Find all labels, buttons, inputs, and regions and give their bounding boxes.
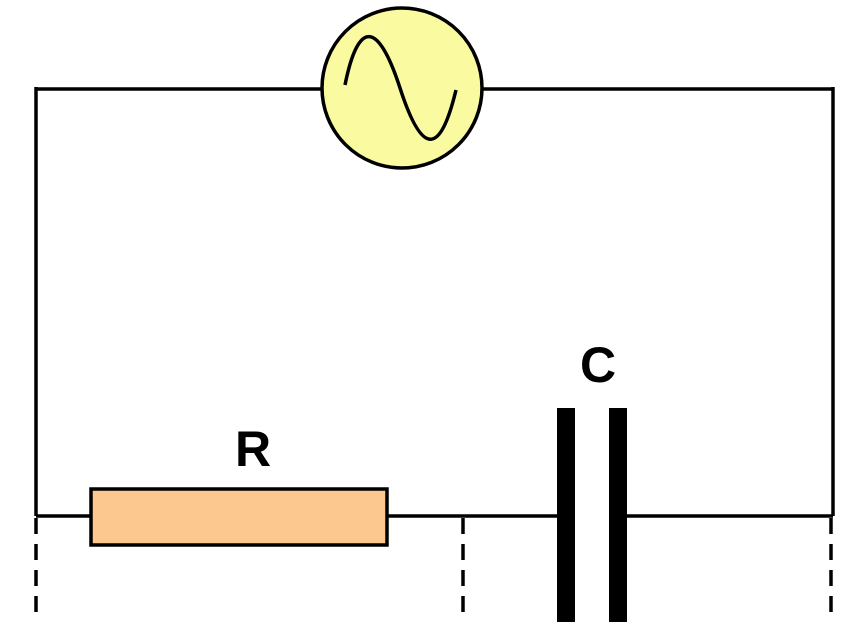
ac-sine-icon [320, 6, 484, 170]
capacitor-plate-left [557, 408, 575, 622]
capacitor-icon [557, 408, 627, 622]
capacitor-plate-right [609, 408, 627, 622]
resistor-label: R [235, 421, 271, 477]
ac-source-circle [320, 6, 484, 170]
sine-wave [343, 35, 458, 141]
resistor-icon [89, 487, 389, 547]
capacitor-label: C [580, 337, 616, 393]
